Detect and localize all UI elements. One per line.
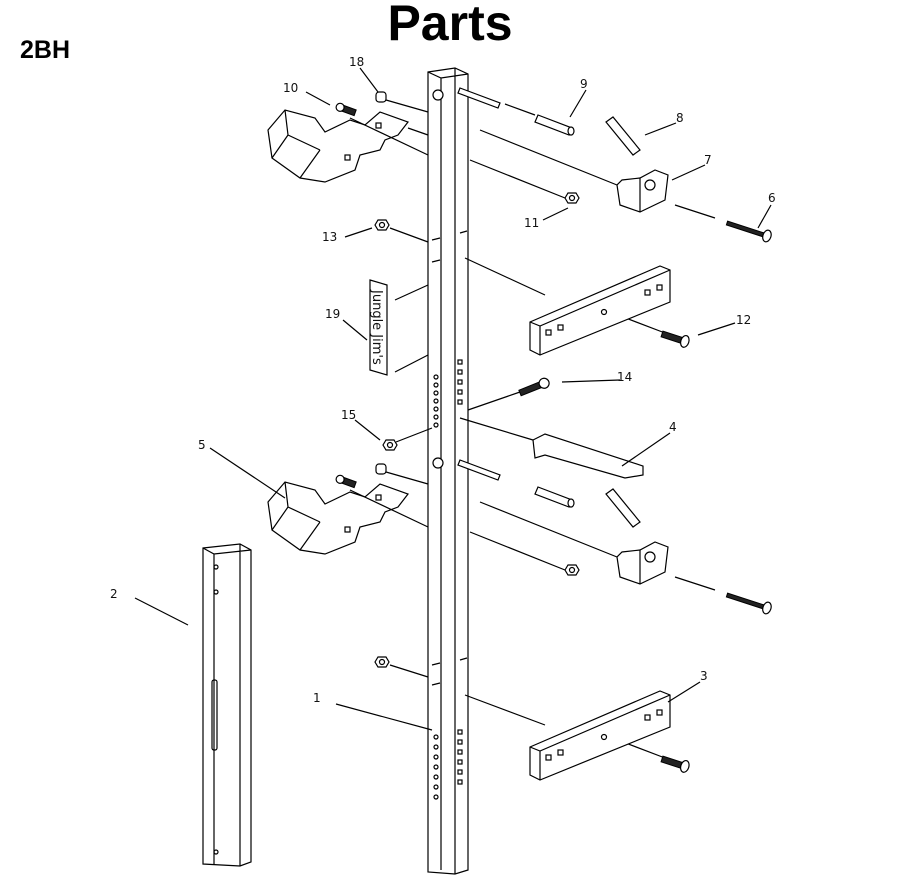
upper-step-assembly — [267, 87, 774, 356]
jungle-jims-sticker: Jungle Jim's — [369, 279, 429, 376]
middle-hardware — [382, 377, 644, 479]
callout-5: 5 — [198, 438, 206, 452]
main-upright-post — [427, 67, 469, 875]
lower-step-assembly — [267, 459, 774, 616]
callout-19: 19 — [325, 307, 340, 321]
callout-3: 3 — [700, 669, 708, 683]
callout-14: 14 — [617, 370, 632, 384]
callout-13: 13 — [322, 230, 337, 244]
model-label: 2BH — [20, 36, 71, 64]
callout-12: 12 — [736, 313, 751, 327]
callout-leaders — [134, 67, 772, 731]
sticker-text: Jungle Jim's — [369, 289, 384, 365]
callout-11: 11 — [524, 216, 539, 230]
page-title: Parts — [387, 0, 513, 51]
callout-labels: 1 2 3 4 5 6 7 8 9 10 11 12 13 14 15 18 1… — [110, 55, 776, 705]
callout-9: 9 — [580, 77, 588, 91]
callout-1: 1 — [313, 691, 321, 705]
callout-7: 7 — [704, 153, 712, 167]
callout-15: 15 — [341, 408, 356, 422]
callout-10: 10 — [283, 81, 298, 95]
callout-2: 2 — [110, 587, 118, 601]
callout-6: 6 — [768, 191, 776, 205]
callout-8: 8 — [676, 111, 684, 125]
lower-post-part-2 — [202, 543, 252, 867]
callout-4: 4 — [669, 420, 677, 434]
lower-bracket-assembly — [374, 656, 690, 781]
callout-18: 18 — [349, 55, 364, 69]
